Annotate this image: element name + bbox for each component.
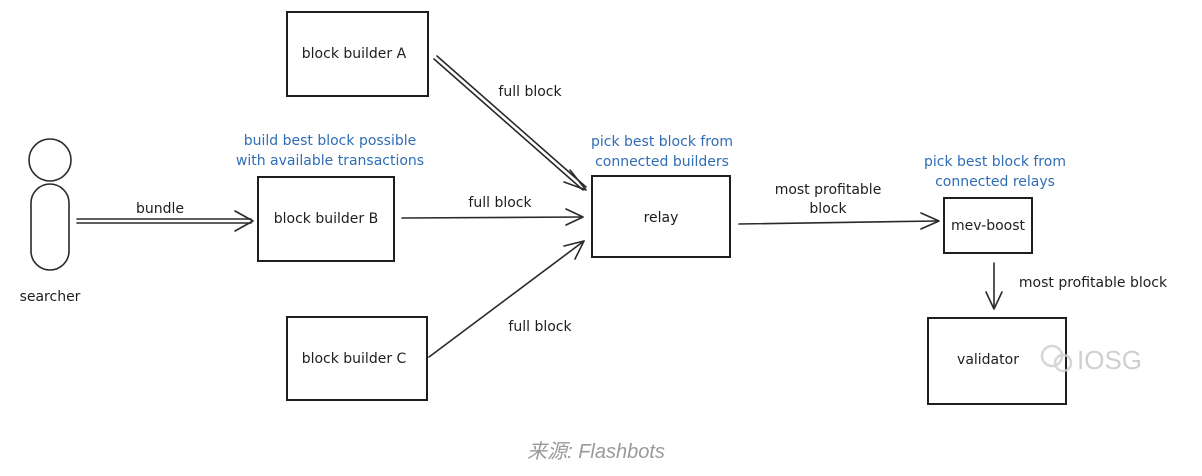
bundle-arrow [76, 210, 254, 232]
relay-note-line2: connected builders [595, 154, 729, 170]
searcher-label: searcher [20, 289, 81, 305]
relay-to-mevboost-label-line1: most profitable [775, 182, 882, 198]
validator-label: validator [957, 352, 1019, 368]
relay-box [591, 175, 731, 258]
builder-a-to-relay-arrow [433, 55, 587, 191]
validator-box [927, 317, 1067, 405]
builder-note-line2: with available transactions [236, 153, 424, 169]
builder-b-to-relay-arrow [401, 208, 584, 226]
builder-c-to-relay-arrow [428, 240, 585, 358]
bundle-label: bundle [136, 201, 184, 217]
full-block-a-label: full block [498, 84, 562, 100]
relay-note-line1: pick best block from [591, 134, 733, 150]
mevboost-to-validator-arrow [985, 262, 1003, 310]
watermark-text: IOSG [1077, 345, 1142, 375]
full-block-b-label: full block [468, 195, 532, 211]
builder-note-line1: build best block possible [244, 133, 417, 149]
block-builder-b-box [257, 176, 395, 262]
watermark-logo-icon [1040, 344, 1073, 373]
block-builder-c-box [286, 316, 428, 401]
full-block-c-label: full block [508, 319, 572, 335]
relay-label: relay [644, 210, 679, 226]
mev-boost-label: mev-boost [951, 218, 1026, 234]
block-builder-a-box [286, 11, 429, 97]
relay-to-mevboost-arrow [738, 212, 940, 230]
mevboost-note-line2: connected relays [935, 174, 1055, 190]
mevboost-note-line1: pick best block from [924, 154, 1066, 170]
block-builder-c-label: block builder C [302, 351, 407, 367]
mev-boost-box [943, 197, 1033, 254]
block-builder-b-label: block builder B [274, 211, 378, 227]
relay-to-mevboost-label-line2: block [809, 201, 847, 217]
block-builder-a-label: block builder A [302, 46, 407, 62]
source-caption: 来源: Flashbots [527, 441, 665, 463]
mevboost-to-validator-label: most profitable block [1019, 275, 1168, 291]
searcher-figure [28, 138, 72, 271]
